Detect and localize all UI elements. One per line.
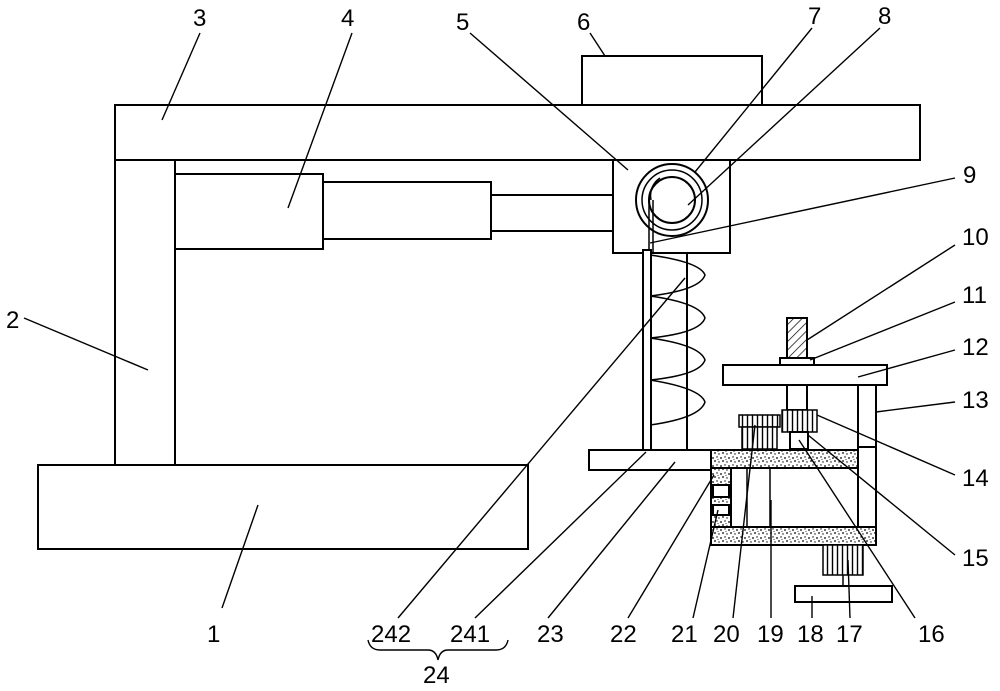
support-post-13 <box>857 384 877 448</box>
label-17: 17 <box>836 621 863 648</box>
label-7: 7 <box>808 3 821 30</box>
leader-15 <box>807 434 956 556</box>
label-15: 15 <box>962 545 989 572</box>
leader-17 <box>847 559 851 619</box>
leader-11 <box>809 301 956 361</box>
label-19: 19 <box>757 621 784 648</box>
leader-14 <box>816 414 956 476</box>
label-5: 5 <box>456 9 469 36</box>
leader-242 <box>397 277 686 619</box>
leader-241 <box>474 451 647 619</box>
bottom-plate-18 <box>794 585 893 603</box>
leader-7 <box>694 27 813 173</box>
leader-5 <box>469 32 629 171</box>
leader-23 <box>547 461 676 619</box>
label-24: 24 <box>423 662 450 689</box>
pulley-inner <box>648 176 696 224</box>
box-left-slot2 <box>712 504 730 516</box>
leader-22 <box>627 474 715 619</box>
label-1: 1 <box>207 621 220 648</box>
label-12: 12 <box>962 334 989 361</box>
shaft-hatched <box>786 317 808 364</box>
gear-20-top <box>738 414 781 428</box>
label-4: 4 <box>341 5 354 32</box>
top-beam <box>114 104 921 161</box>
gear-14 <box>781 409 818 433</box>
base-plate <box>37 464 529 550</box>
leader-10 <box>806 244 956 341</box>
label-2: 2 <box>6 307 19 334</box>
label-242: 242 <box>371 621 411 648</box>
leader-16 <box>798 439 916 619</box>
gear-17 <box>822 544 864 576</box>
top-block <box>581 55 763 106</box>
collar-11 <box>779 357 815 366</box>
cylinder-rod-sleeve <box>322 181 492 240</box>
brace-24 <box>367 639 509 661</box>
leader-8 <box>687 27 881 206</box>
label-16: 16 <box>918 621 945 648</box>
inner-rod <box>642 249 652 463</box>
spring-sleeve <box>649 252 688 451</box>
leader-6 <box>589 32 606 57</box>
label-11: 11 <box>962 282 987 309</box>
cylinder-body <box>174 173 324 250</box>
box-left-slot <box>712 484 730 498</box>
box-bottom-19 <box>710 526 877 546</box>
label-21: 21 <box>671 621 698 648</box>
label-18: 18 <box>797 621 824 648</box>
label-20: 20 <box>713 621 740 648</box>
leader-9 <box>649 177 956 244</box>
label-3: 3 <box>193 5 206 32</box>
pulley-middle <box>641 169 703 231</box>
cylinder-rod <box>490 194 614 232</box>
box-right-post <box>857 446 877 528</box>
leader-3 <box>161 32 201 121</box>
leader-2 <box>23 317 149 371</box>
vertical-column <box>114 159 176 466</box>
label-6: 6 <box>577 9 590 36</box>
leader-21 <box>692 509 719 619</box>
shaft-lower <box>786 384 808 411</box>
label-14: 14 <box>962 465 989 492</box>
label-13: 13 <box>962 387 989 414</box>
label-10: 10 <box>962 224 989 251</box>
top-plate-12 <box>722 364 888 386</box>
support-plate <box>588 449 712 471</box>
leader-20 <box>732 424 756 619</box>
leader-4 <box>287 32 353 209</box>
leader-12 <box>857 349 956 378</box>
leader-13 <box>875 401 956 413</box>
label-23: 23 <box>537 621 564 648</box>
box-top-22 <box>710 449 859 469</box>
gear-20-bottom <box>741 426 778 450</box>
leader-1 <box>221 504 259 609</box>
label-241: 241 <box>450 621 490 648</box>
label-22: 22 <box>610 621 637 648</box>
label-9: 9 <box>963 162 976 189</box>
label-8: 8 <box>878 3 891 30</box>
